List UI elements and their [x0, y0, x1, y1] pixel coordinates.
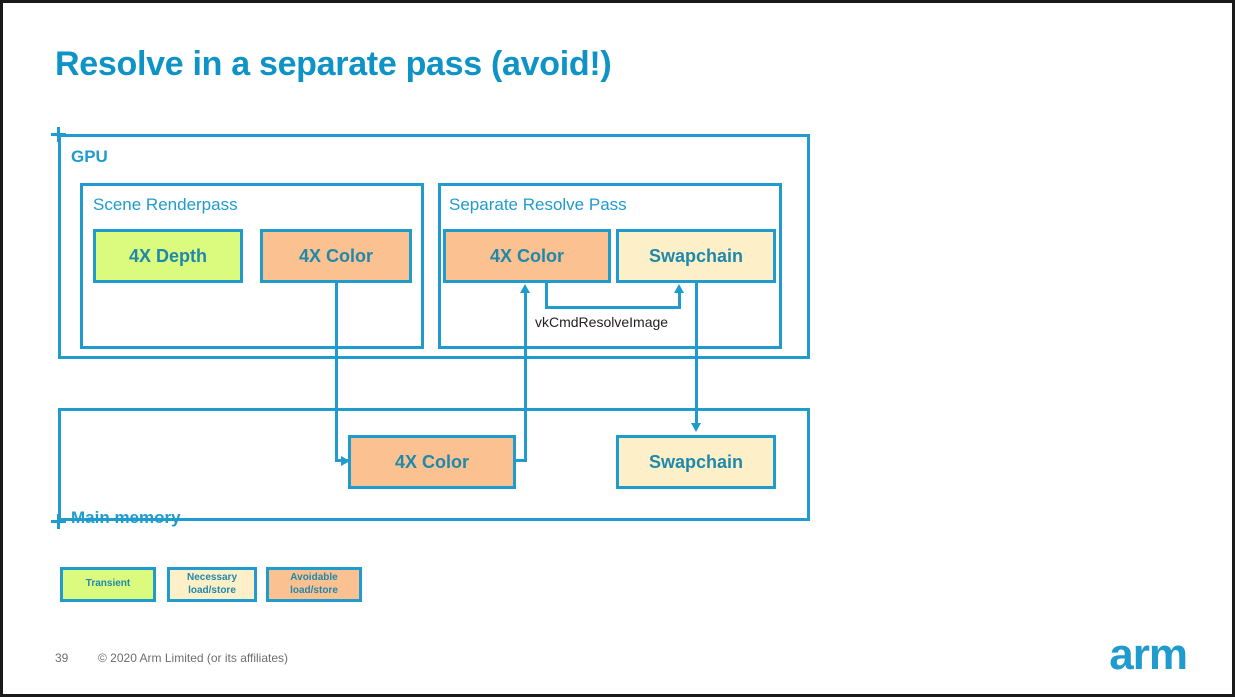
node-memory-4x-color-label: 4X Color: [394, 451, 469, 472]
edge-scene-color-to-memory-vertical: [335, 283, 338, 462]
legend-necessary-line1: Necessary: [186, 572, 238, 583]
node-scene-4x-color-label: 4X Color: [298, 245, 373, 266]
edge-memory-color-to-resolve-arrowhead-icon: [520, 284, 530, 293]
edge-resolve-image-arrowhead-icon: [674, 284, 684, 293]
separate-resolve-pass-label: Separate Resolve Pass: [449, 195, 627, 214]
node-memory-4x-color[interactable]: 4X Color: [348, 435, 516, 489]
legend-avoidable-line2: load/store: [290, 584, 338, 596]
scene-renderpass-box: [80, 183, 424, 349]
node-resolve-4x-color-label: 4X Color: [489, 245, 564, 266]
edge-memory-color-to-resolve-vertical: [524, 292, 527, 462]
node-resolve-4x-color[interactable]: 4X Color: [443, 229, 611, 283]
node-resolve-swapchain-label: Swapchain: [648, 245, 744, 266]
main-memory-region-box: [58, 408, 810, 521]
edge-resolve-image-horizontal: [545, 306, 681, 309]
main-memory-region-label: Main memory: [71, 508, 181, 527]
footer-page-number: 39: [55, 651, 69, 665]
node-scene-4x-depth-label: 4X Depth: [128, 245, 207, 266]
legend-item-transient: Transient: [60, 567, 156, 602]
edge-swapchain-to-memory-arrowhead-icon: [691, 423, 701, 432]
legend-transient-label: Transient: [85, 578, 131, 590]
edge-swapchain-to-memory-vertical: [695, 283, 698, 425]
legend-necessary-label: Necessary load/store: [187, 572, 237, 597]
node-resolve-swapchain[interactable]: Swapchain: [616, 229, 776, 283]
scene-renderpass-label: Scene Renderpass: [93, 195, 238, 214]
arm-logo: arm: [1109, 630, 1188, 679]
page-title: Resolve in a separate pass (avoid!): [55, 45, 612, 83]
footer-copyright: © 2020 Arm Limited (or its affiliates): [98, 651, 289, 665]
node-scene-4x-color[interactable]: 4X Color: [260, 229, 412, 283]
edge-resolve-image-label: vkCmdResolveImage: [535, 314, 669, 330]
gpu-region-label: GPU: [71, 147, 108, 166]
legend-item-necessary: Necessary load/store: [167, 567, 257, 602]
gpu-corner-marker-icon: [51, 127, 66, 142]
edge-resolve-image-source-vertical: [545, 283, 548, 309]
legend-avoidable-line1: Avoidable: [290, 572, 338, 583]
legend-item-avoidable: Avoidable load/store: [266, 567, 362, 602]
legend-necessary-line2: load/store: [188, 584, 236, 596]
legend-avoidable-label: Avoidable load/store: [290, 572, 338, 597]
gpu-region-box: [58, 134, 810, 359]
separate-resolve-pass-box: [438, 183, 782, 349]
edge-memory-color-to-resolve-horizontal: [513, 459, 527, 462]
edge-resolve-image-target-vertical: [678, 292, 681, 308]
edge-scene-color-to-memory-arrowhead-icon: [341, 456, 350, 466]
node-scene-4x-depth[interactable]: 4X Depth: [93, 229, 243, 283]
node-memory-swapchain[interactable]: Swapchain: [616, 435, 776, 489]
main-memory-corner-marker-icon: [51, 514, 66, 529]
node-memory-swapchain-label: Swapchain: [648, 451, 744, 472]
